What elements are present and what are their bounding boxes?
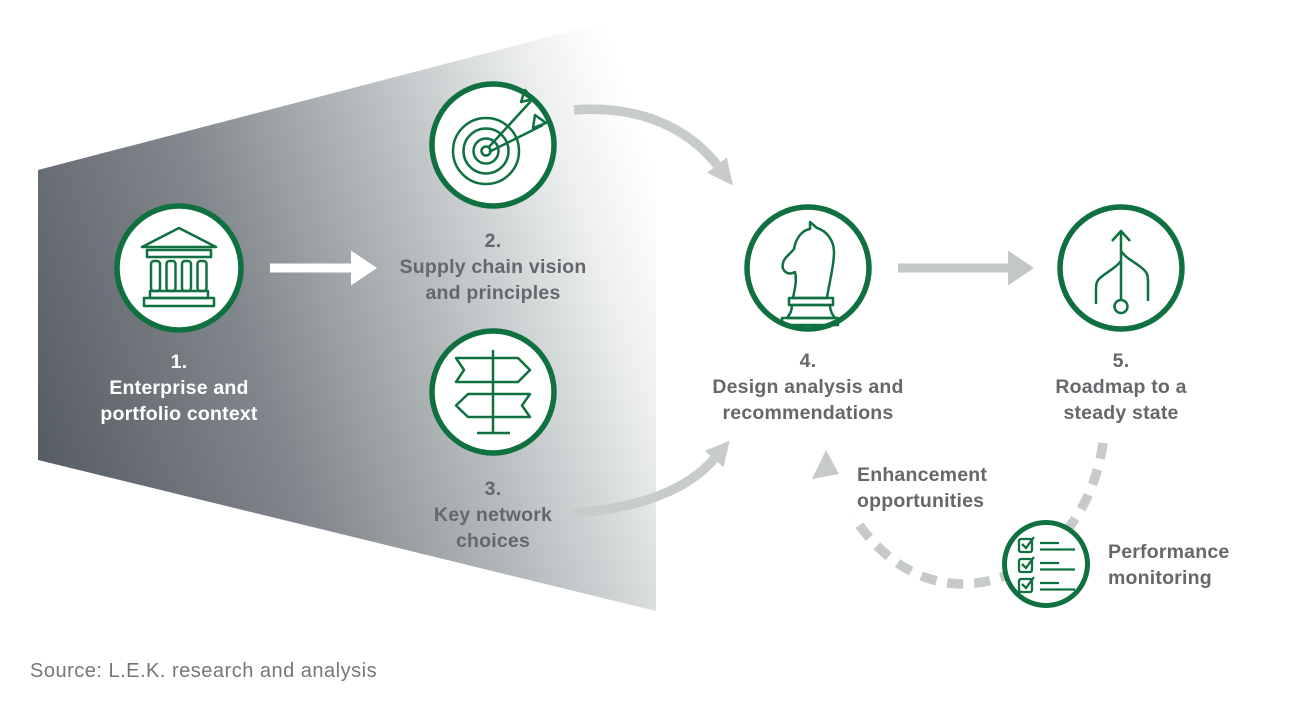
note-line: Performance: [1108, 541, 1230, 563]
arrow-step1-step2: [270, 250, 377, 286]
step4-label: 4. Design analysis and recommendations: [712, 348, 903, 426]
step-number: 4.: [799, 350, 817, 372]
step-label-line: Enterprise and: [109, 377, 249, 399]
checklist-icon: [1017, 536, 1075, 594]
step2-circle: [429, 81, 557, 209]
arrow-step2-step4: [573, 104, 733, 186]
bank-building-icon: [140, 226, 218, 308]
arrow-step3-step4: [572, 440, 730, 518]
step-label-line: Design analysis and: [712, 376, 904, 398]
step-number: 5.: [1112, 350, 1130, 372]
feedback-arrowhead: [812, 450, 839, 479]
step-number: 3.: [484, 478, 502, 500]
note-line: Enhancement: [857, 464, 988, 486]
step-label-line: and principles: [425, 282, 561, 304]
chess-knight-icon: [780, 220, 840, 327]
arrow-step4-step5: [898, 250, 1034, 286]
note-line: monitoring: [1108, 567, 1212, 589]
step-label-line: choices: [455, 530, 531, 552]
step-label-line: portfolio context: [100, 403, 258, 425]
step5-circle: [1057, 204, 1185, 332]
step5-label: 5. Roadmap to a steady state: [1055, 348, 1186, 426]
step-label-line: recommendations: [722, 402, 894, 424]
branching-roadmap-icon: [1094, 229, 1150, 315]
step-label-line: Roadmap to a: [1055, 376, 1187, 398]
step3-label: 3. Key network choices: [434, 476, 552, 554]
step1-circle: [114, 203, 244, 333]
step-label-line: steady state: [1063, 402, 1179, 424]
step2-label: 2. Supply chain vision and principles: [400, 228, 587, 306]
source-note: Source: L.E.K. research and analysis: [30, 660, 378, 682]
signpost-icon: [454, 350, 532, 435]
note-line: opportunities: [857, 490, 985, 512]
performance-monitoring-label: Performance monitoring: [1108, 539, 1229, 591]
target-arrows-icon: [451, 88, 548, 186]
enhancement-opportunities-label: Enhancement opportunities: [857, 462, 987, 514]
step1-label: 1. Enterprise and portfolio context: [100, 349, 257, 427]
performance-monitoring-circle: [1002, 520, 1090, 608]
step4-circle: [744, 204, 872, 332]
step-number: 2.: [484, 230, 502, 252]
step-number: 1.: [170, 351, 188, 373]
step3-circle: [429, 328, 557, 456]
step-label-line: Supply chain vision: [399, 256, 587, 278]
step-label-line: Key network: [433, 504, 553, 526]
